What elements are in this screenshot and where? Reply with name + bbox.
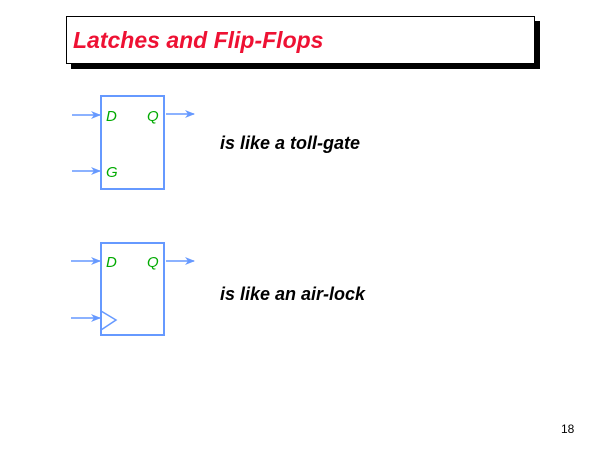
flipflop-box	[100, 242, 165, 336]
clock-triangle	[100, 310, 118, 331]
latch-pin-g: G	[106, 164, 118, 181]
flipflop-description: is like an air-lock	[220, 284, 366, 304]
flipflop-pin-q: Q	[147, 254, 159, 271]
latch-pin-q: Q	[147, 108, 159, 125]
slide-title: Latches and Flip-Flops	[73, 27, 324, 53]
latch-description: is like a toll-gate	[220, 133, 361, 153]
flipflop-pin-d: D	[106, 254, 117, 271]
flipflop-symbol: D Q	[71, 242, 195, 336]
latch-pin-d: D	[106, 108, 117, 125]
page-number: 18	[561, 422, 575, 436]
latch-symbol: D Q G	[72, 95, 195, 190]
latch-box	[100, 95, 165, 190]
title-box: Latches and Flip-Flops	[66, 16, 535, 64]
